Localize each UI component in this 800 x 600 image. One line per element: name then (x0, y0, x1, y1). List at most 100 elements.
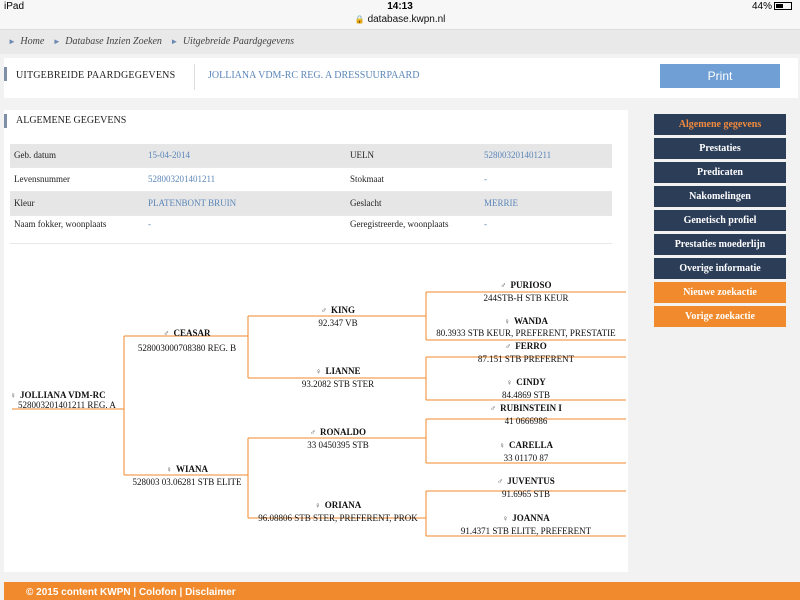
pedigree-ds[interactable]: ♂RONALDO (248, 427, 428, 437)
clock: 14:13 (387, 1, 413, 12)
horse-name: WIANA (175, 464, 208, 474)
male-icon: ♂ (497, 477, 504, 486)
sidebar-item-genetisch-profiel[interactable]: Genetisch profiel (654, 210, 786, 231)
sidebar-item-overige-informatie[interactable]: Overige informatie (654, 258, 786, 279)
male-icon: ♂ (309, 428, 316, 437)
pedigree-sd-sub: 93.2082 STB STER (248, 379, 428, 389)
label-levensnummer: Levensnummer (14, 174, 70, 184)
section-title: ALGEMENE GEGEVENS (16, 115, 127, 126)
horse-registration: 33 01170 87 (503, 453, 549, 463)
url-text: database.kwpn.nl (367, 14, 446, 25)
pedigree-dds-sub: 91.6965 STB (424, 489, 628, 499)
pedigree-dsd[interactable]: ♀CARELLA (424, 440, 628, 450)
female-icon: ♀ (315, 367, 322, 376)
battery-percent: 44% (751, 1, 772, 12)
pedigree-ddd[interactable]: ♀JOANNA (424, 513, 628, 523)
horse-name: JOLLIANA VDM-RC (20, 390, 106, 400)
horse-registration: 244STB-H STB KEUR (483, 293, 569, 303)
value-levensnummer: 528003201401211 (148, 174, 216, 184)
sidebar-menu: Algemene gegevens Prestaties Predicaten … (654, 114, 786, 330)
sidebar-item-predicaten[interactable]: Predicaten (654, 162, 786, 183)
label-ueln: UELN (350, 150, 374, 160)
male-icon: ♂ (505, 342, 512, 351)
battery-icon (774, 2, 792, 10)
section-accent (4, 114, 7, 128)
breadcrumb-home[interactable]: ► Home (8, 36, 44, 47)
value-geslacht: MERRIE (484, 198, 519, 208)
horse-title: JOLLIANA VDM-RC REG. A DRESSUURPAARD (208, 70, 420, 81)
pedigree-ssd-sub: 80.3933 STB KEUR, PREFERENT, PRESTATIE (424, 328, 628, 338)
lock-icon: 🔒 (354, 15, 365, 24)
horse-registration: 93.2082 STB STER (301, 379, 375, 389)
address-bar[interactable]: 🔒database.kwpn.nl (0, 14, 800, 30)
pedigree-sds-sub: 87.151 STB PREFERENT (424, 354, 628, 364)
previous-search-button[interactable]: Vorige zoekactie (654, 306, 786, 327)
sidebar-item-prestaties[interactable]: Prestaties (654, 138, 786, 159)
header-divider (194, 64, 195, 90)
horse-name: FERRO (515, 341, 547, 351)
male-icon: ♂ (320, 306, 327, 315)
info-row: Kleur PLATENBONT BRUIN Geslacht MERRIE (10, 192, 612, 216)
horse-registration: 528003 03.06281 STB ELITE (132, 477, 242, 487)
horse-registration: 84.4869 STB (501, 390, 550, 400)
sidebar-item-prestaties-moederlijn[interactable]: Prestaties moederlijn (654, 234, 786, 255)
horse-name: RUBINSTEIN I (500, 403, 562, 413)
main-content: ALGEMENE GEGEVENS Geb. datum 15-04-2014 … (4, 110, 628, 572)
label-stokmaat: Stokmaat (350, 174, 384, 184)
horse-registration: 91.4371 STB ELITE, PREFERENT (460, 526, 592, 536)
sidebar-item-nakomelingen[interactable]: Nakomelingen (654, 186, 786, 207)
pedigree-lines (12, 291, 626, 537)
horse-name: PURIOSO (510, 280, 552, 290)
pedigree-chart: ♀JOLLIANA VDM-RC 528003201401211 REG. A … (4, 270, 628, 570)
male-icon: ♂ (490, 404, 497, 413)
footer[interactable]: © 2015 content KWPN | Colofon | Disclaim… (4, 582, 800, 600)
pedigree-root[interactable]: ♀JOLLIANA VDM-RC 528003201401211 REG. A (10, 390, 116, 410)
pedigree-ds-sub: 33 0450395 STB (248, 440, 428, 450)
value-kleur: PLATENBONT BRUIN (148, 198, 237, 208)
pedigree-sd[interactable]: ♀LIANNE (248, 366, 428, 376)
horse-name: JUVENTUS (507, 476, 555, 486)
pedigree-dam[interactable]: ♀WIANA (122, 464, 252, 474)
female-icon: ♀ (314, 501, 321, 510)
new-search-button[interactable]: Nieuwe zoekactie (654, 282, 786, 303)
breadcrumb-database[interactable]: ► Database Inzien Zoeken (53, 36, 162, 47)
pedigree-dds[interactable]: ♂JUVENTUS (424, 476, 628, 486)
pedigree-ss-sub: 92.347 VB (248, 318, 428, 328)
pedigree-sds[interactable]: ♂FERRO (424, 341, 628, 351)
horse-name: CINDY (516, 377, 546, 387)
horse-registration: 96.08806 STB STER, PREFERENT, PROK (258, 513, 418, 523)
battery-indicator: 44% (752, 1, 792, 12)
horse-registration: 528003000708380 REG. B (137, 343, 237, 353)
value-stokmaat: - (484, 174, 487, 184)
female-icon: ♀ (10, 391, 16, 400)
value-geb-datum: 15-04-2014 (148, 150, 190, 160)
pedigree-dd[interactable]: ♀ORIANA (248, 500, 428, 510)
chevron-right-icon: ► (170, 37, 179, 46)
chevron-right-icon: ► (52, 37, 61, 46)
breadcrumb-label: Database Inzien Zoeken (65, 36, 162, 47)
print-button[interactable]: Print (660, 64, 780, 88)
pedigree-ssd[interactable]: ♀WANDA (424, 316, 628, 326)
sidebar-item-algemene-gegevens[interactable]: Algemene gegevens (654, 114, 786, 135)
pedigree-sdd-sub: 84.4869 STB (424, 390, 628, 400)
pedigree-sss[interactable]: ♂PURIOSO (424, 280, 628, 290)
pedigree-sire-sub: 528003000708380 REG. B (122, 343, 252, 353)
label-geb-datum: Geb. datum (14, 150, 56, 160)
horse-name: LIANNE (325, 366, 361, 376)
pedigree-ddd-sub: 91.4371 STB ELITE, PREFERENT (424, 526, 628, 536)
pedigree-sdd[interactable]: ♀CINDY (424, 377, 628, 387)
pedigree-dss-sub: 41 0666986 (424, 416, 628, 426)
breadcrumb-current[interactable]: ► Uitgebreide Paardgegevens (170, 36, 294, 47)
female-icon: ♀ (498, 441, 505, 450)
horse-registration: 33 0450395 STB (307, 440, 369, 450)
pedigree-ss[interactable]: ♂KING (248, 305, 428, 315)
pedigree-dss[interactable]: ♂RUBINSTEIN I (424, 403, 628, 413)
pedigree-dam-sub: 528003 03.06281 STB ELITE (122, 477, 252, 487)
label-geslacht: Geslacht (350, 198, 382, 208)
pedigree-dsd-sub: 33 01170 87 (424, 453, 628, 463)
info-table: Geb. datum 15-04-2014 UELN 5280032014012… (10, 144, 612, 244)
horse-registration: 92.347 VB (318, 318, 358, 328)
horse-name: WANDA (513, 316, 548, 326)
pedigree-sire[interactable]: ♂CEASAR (122, 328, 252, 338)
info-row: Geb. datum 15-04-2014 UELN 5280032014012… (10, 144, 612, 168)
